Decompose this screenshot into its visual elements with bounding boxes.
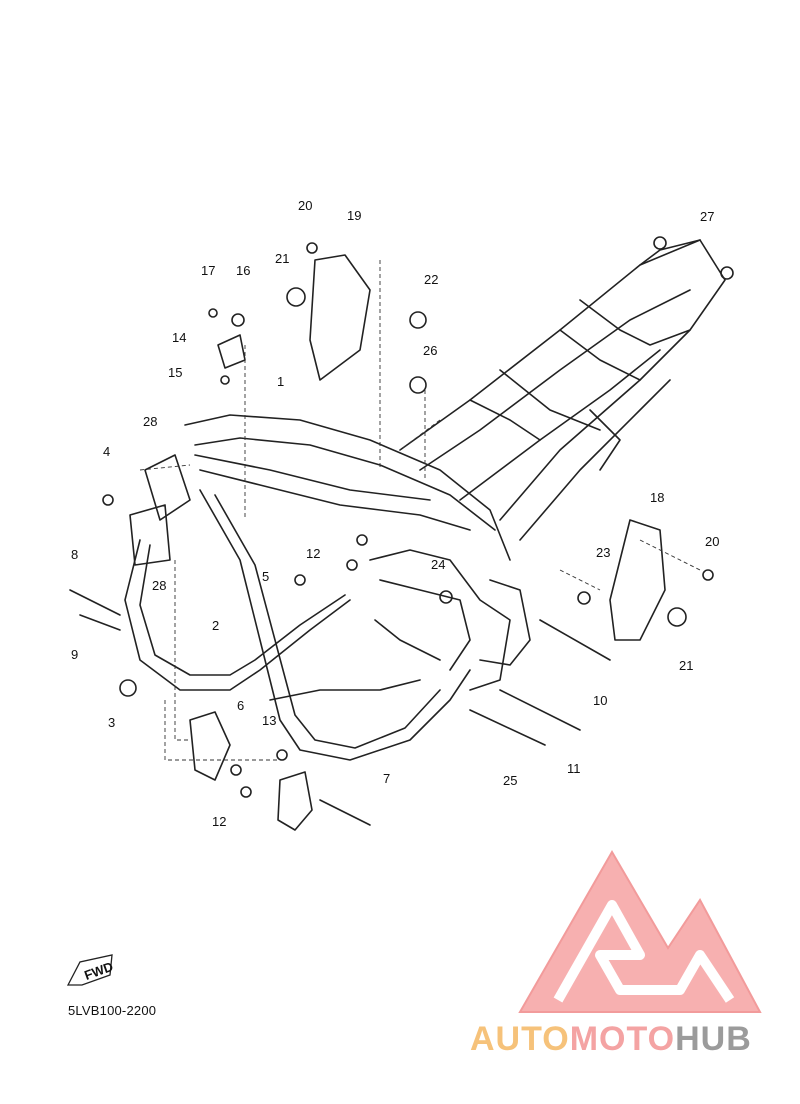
callout-4: 4: [103, 444, 110, 459]
callout-18: 18: [650, 490, 664, 505]
callout-14: 14: [172, 330, 186, 345]
callout-11: 11: [567, 761, 581, 776]
callout-24: 24: [431, 557, 445, 572]
callout-12a: 12: [306, 546, 320, 561]
callout-28b: 28: [152, 578, 166, 593]
watermark-logo-icon: [518, 850, 762, 1013]
fwd-arrow-icon: FWD: [66, 954, 115, 986]
callout-6: 6: [237, 698, 244, 713]
frame-drawing: [69, 236, 734, 831]
watermark-part-auto: AUTO: [470, 1020, 570, 1058]
part-code: 5LVB100-2200: [68, 1003, 157, 1018]
callout-10: 10: [593, 693, 607, 708]
callout-20a: 20: [298, 198, 312, 213]
callout-20b: 20: [705, 534, 719, 549]
callout-19: 19: [347, 208, 361, 223]
callout-27: 27: [700, 209, 714, 224]
callout-9: 9: [71, 647, 78, 662]
watermark-part-moto: MOTO: [569, 1020, 676, 1058]
callout-15: 15: [168, 365, 182, 380]
callout-7: 7: [383, 771, 390, 786]
leader-lines: [139, 260, 701, 761]
callout-5: 5: [262, 569, 269, 584]
callout-3: 3: [108, 715, 115, 730]
callout-13: 13: [262, 713, 276, 728]
callout-8: 8: [71, 547, 78, 562]
watermark-part-hub: HUB: [675, 1020, 752, 1058]
callouts: 1 2 3 4 5 6 7 8 9 10 11 12 12 12 13 14 1…: [71, 198, 719, 829]
callout-23: 23: [596, 545, 610, 560]
callout-2: 2: [212, 618, 219, 633]
callout-21a: 21: [275, 251, 289, 266]
callout-16: 16: [236, 263, 250, 278]
callout-28a: 28: [143, 414, 157, 429]
callout-26: 26: [423, 343, 437, 358]
callout-17: 17: [201, 263, 215, 278]
callout-12b: 12: [212, 814, 226, 829]
watermark-brand: AUTOMOTOHUB: [470, 1020, 752, 1059]
callout-25: 25: [503, 773, 517, 788]
callout-22: 22: [424, 272, 438, 287]
callout-1: 1: [277, 374, 284, 389]
callout-21b: 21: [679, 658, 693, 673]
